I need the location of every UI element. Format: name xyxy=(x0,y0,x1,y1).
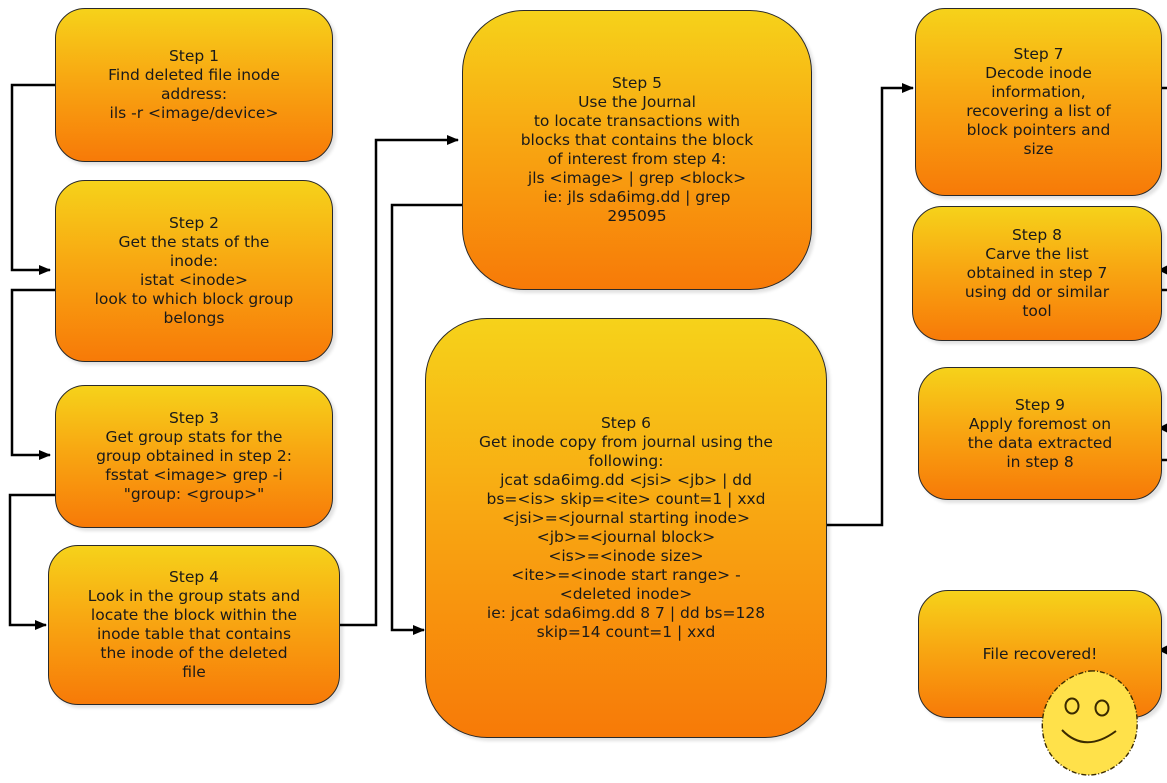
step-6-line: ie: jcat sda6img.dd 8 7 | dd bs=128 xyxy=(486,604,766,622)
step-4-line: locate the block within the xyxy=(90,606,298,624)
step-4-line: inode table that contains xyxy=(96,625,292,643)
connector-step1-step2 xyxy=(10,83,55,275)
step-5-line: of interest from step 4: xyxy=(547,150,727,168)
connector-step5-step6 xyxy=(390,203,465,635)
step-5-line: ie: jls sda6img.dd | grep xyxy=(543,188,731,206)
step-8-line: Step 8 xyxy=(1011,226,1063,244)
step-7-line: recovering a list of xyxy=(966,102,1111,120)
step-2-line: Get the stats of the xyxy=(118,233,270,251)
step-7-box: Step 7 Decode inode information, recover… xyxy=(915,8,1162,196)
step-5-line: 295095 xyxy=(607,207,667,225)
step-6-line: <ite>=<inode start range> - xyxy=(511,566,741,584)
step-3-line: "group: <group>" xyxy=(123,485,265,503)
step-3-line: Step 3 xyxy=(168,409,220,427)
step-7-line: block pointers and xyxy=(966,121,1111,139)
step-9-line: in step 8 xyxy=(1006,452,1074,471)
step-2-line: belongs xyxy=(163,309,225,327)
step-8-line: using dd or similar xyxy=(964,283,1110,301)
step-7-line: information, xyxy=(991,83,1086,101)
step-3-line: fsstat <image> grep -i xyxy=(105,466,283,484)
step-8-line: Carve the list xyxy=(985,245,1089,263)
arrowhead-final xyxy=(1158,645,1167,655)
step-6-line: <jsi>=<journal starting inode> xyxy=(502,509,750,527)
step-5-line: jls <image> | grep <block> xyxy=(527,169,747,187)
step-6-line: Get inode copy from journal using the xyxy=(479,433,773,451)
step-5-box: Step 5 Use the Journal to locate transac… xyxy=(462,10,812,290)
step-3-line: group obtained in step 2: xyxy=(96,447,292,465)
step-5-line: Step 5 xyxy=(611,74,663,92)
step-1-line: address: xyxy=(160,85,228,103)
connector-step2-step3 xyxy=(10,288,55,460)
step-9-line: Apply foremost on xyxy=(968,414,1112,433)
step-6-line: jcat sda6img.dd <jsi> <jb> | dd xyxy=(500,471,752,489)
arrowhead-step9 xyxy=(1158,423,1167,433)
step-6-line: bs=<is> skip=<ite> count=1 | xxd xyxy=(486,490,766,508)
step-9-line: the data extracted xyxy=(967,433,1113,452)
step-4-line: Look in the group stats and xyxy=(87,587,301,605)
step-5-line: Use the Journal xyxy=(578,93,696,111)
step-9-line: Step 9 xyxy=(1014,395,1066,414)
step-2-line: inode: xyxy=(169,252,219,270)
step-8-line: tool xyxy=(1022,302,1052,320)
step-3-line: Get group stats for the xyxy=(105,428,283,446)
step-8-line: obtained in step 7 xyxy=(966,264,1108,282)
step-1-line: Find deleted file inode xyxy=(108,66,280,84)
smiley-face-icon xyxy=(1041,670,1138,776)
step-1-box: Step 1 Find deleted file inode address: … xyxy=(55,8,333,162)
step-9-box: Step 9 Apply foremost on the data extrac… xyxy=(918,367,1162,500)
connector-step4-step5 xyxy=(340,135,459,627)
file-recovered-label: File recovered! xyxy=(982,644,1098,663)
step-6-box: Step 6 Get inode copy from journal using… xyxy=(425,318,827,738)
step-7-line: Step 7 xyxy=(1013,45,1064,63)
step-4-line: the inode of the deleted xyxy=(100,644,288,662)
step-4-line: Step 4 xyxy=(168,568,220,586)
step-2-line: Step 2 xyxy=(168,214,220,232)
step-2-box: Step 2 Get the stats of the inode: istat… xyxy=(55,180,333,362)
step-6-line: following: xyxy=(588,452,664,470)
step-5-line: to locate transactions with xyxy=(533,112,741,130)
step-6-line: <is>=<inode size> xyxy=(548,547,704,565)
connector-step6-step7 xyxy=(826,83,914,527)
step-2-line: istat <inode> xyxy=(140,271,248,289)
step-6-line: <deleted inode> xyxy=(559,585,693,603)
step-1-line: ils -r <image/device> xyxy=(109,104,279,122)
step-4-box: Step 4 Look in the group stats and locat… xyxy=(48,545,340,705)
step-3-box: Step 3 Get group stats for the group obt… xyxy=(55,385,333,528)
connector-step3-step4 xyxy=(8,493,55,630)
step-8-box: Step 8 Carve the list obtained in step 7… xyxy=(912,206,1162,341)
step-6-line: <jb>=<journal block> xyxy=(536,528,716,546)
step-2-line: look to which block group xyxy=(94,290,294,308)
step-5-line: blocks that contains the block xyxy=(520,131,754,149)
step-6-line: skip=14 count=1 | xxd xyxy=(536,623,716,641)
step-6-line: Step 6 xyxy=(600,414,652,432)
step-4-line: file xyxy=(182,663,206,681)
step-7-line: size xyxy=(1023,140,1054,158)
arrowhead-step8 xyxy=(1158,265,1167,275)
step-7-line: Decode inode xyxy=(985,64,1092,82)
step-1-line: Step 1 xyxy=(168,47,220,65)
